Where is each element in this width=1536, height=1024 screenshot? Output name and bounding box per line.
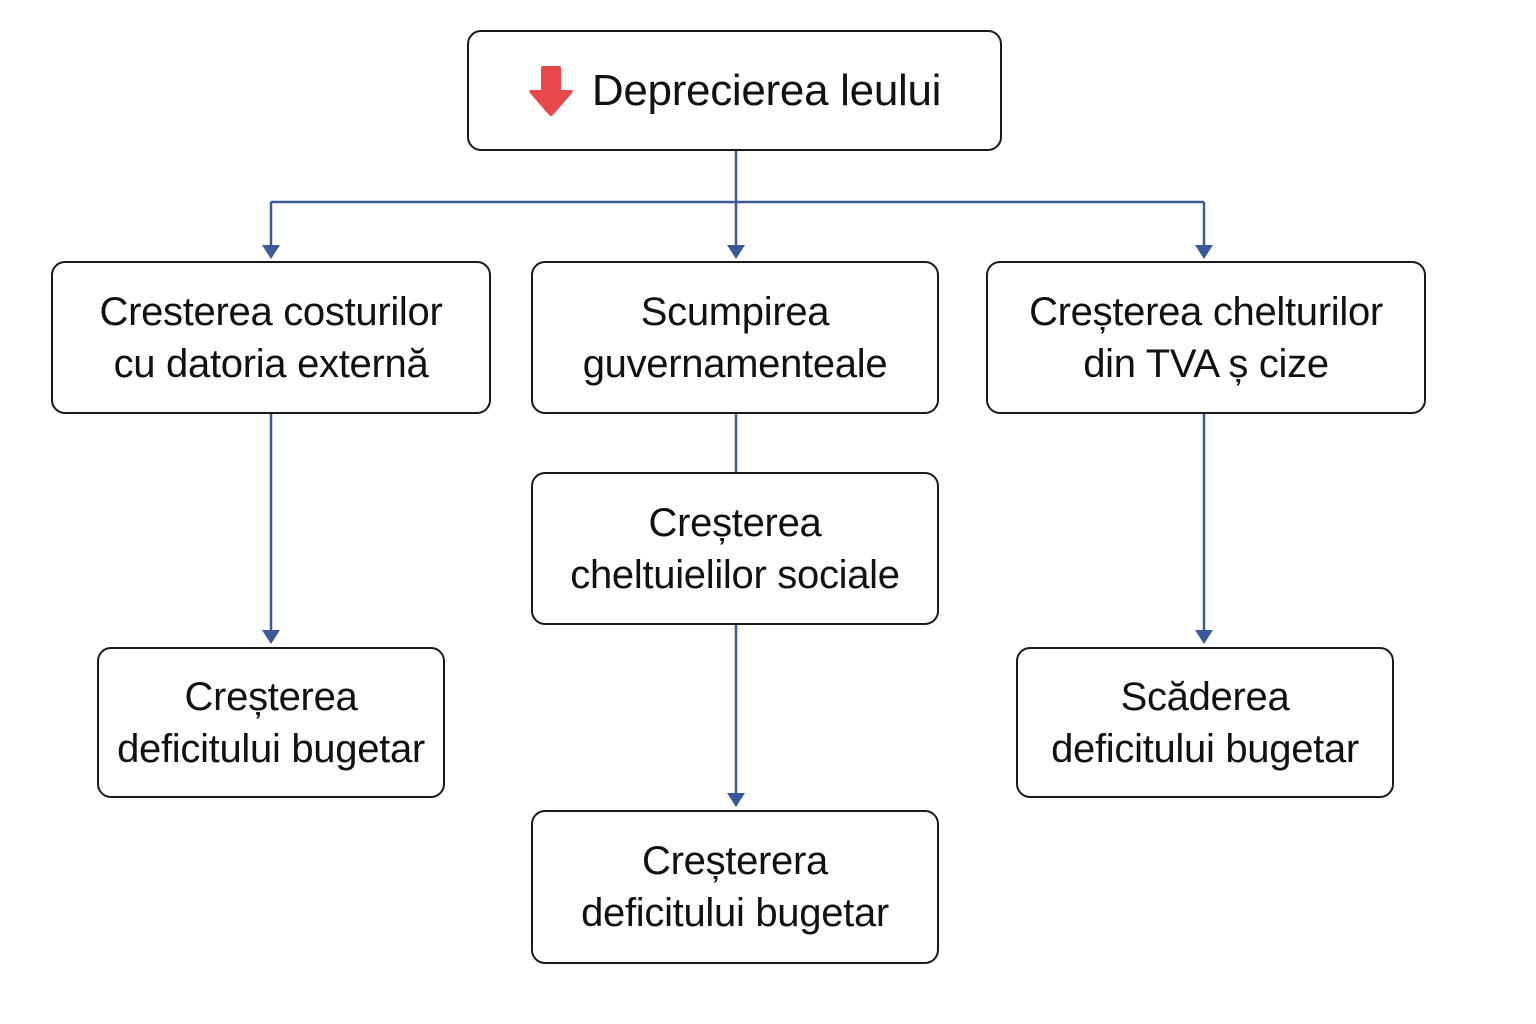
node-mid-bottom-label: Creșterera deficitului bugetar: [581, 839, 889, 935]
node-cresterera-deficitului: Creșterera deficitului bugetar: [531, 810, 939, 964]
node-cresterea-cheltuielilor-sociale: Creșterea cheltuielilor sociale: [531, 472, 939, 625]
node-cresterea-costurilor: Cresterea costurilor cu datoria externă: [51, 261, 491, 414]
arrow-down-icon: [529, 65, 573, 116]
arrowhead-right: [1195, 245, 1213, 259]
node-left-label: Cresterea costurilor cu datoria externă: [99, 289, 443, 386]
node-top-content: Deprecierea leului: [528, 63, 941, 119]
arrowhead-right-bottom: [1195, 630, 1213, 644]
node-scumpirea: Scumpirea guvernamenteale: [531, 261, 939, 414]
node-cresterea-deficitului-left: Creșterea deficitului bugetar: [97, 647, 445, 798]
arrowhead-mid: [727, 245, 745, 259]
arrowhead-left-bottom: [262, 630, 280, 644]
node-mid-label: Scumpirea guvernamenteale: [582, 289, 888, 386]
arrowhead-mid-bottom: [727, 793, 745, 807]
node-deprecierea-leului: Deprecierea leului: [467, 30, 1002, 151]
node-top-label: Deprecierea leului: [591, 65, 942, 115]
node-cresterea-chelturilor: Creșterea chelturilor din TVA ș cize: [986, 261, 1426, 414]
node-right-bottom-label: Scăderea deficitului bugetar: [1051, 674, 1359, 771]
node-scaderea-deficitului: Scăderea deficitului bugetar: [1016, 647, 1394, 798]
arrowhead-left: [262, 245, 280, 259]
node-left-bottom-label: Creșterea deficitului bugetar: [117, 674, 425, 771]
node-mid2-label: Creșterea cheltuielilor sociale: [570, 500, 900, 597]
node-right-label: Creșterea chelturilor din TVA ș cize: [1029, 289, 1383, 386]
